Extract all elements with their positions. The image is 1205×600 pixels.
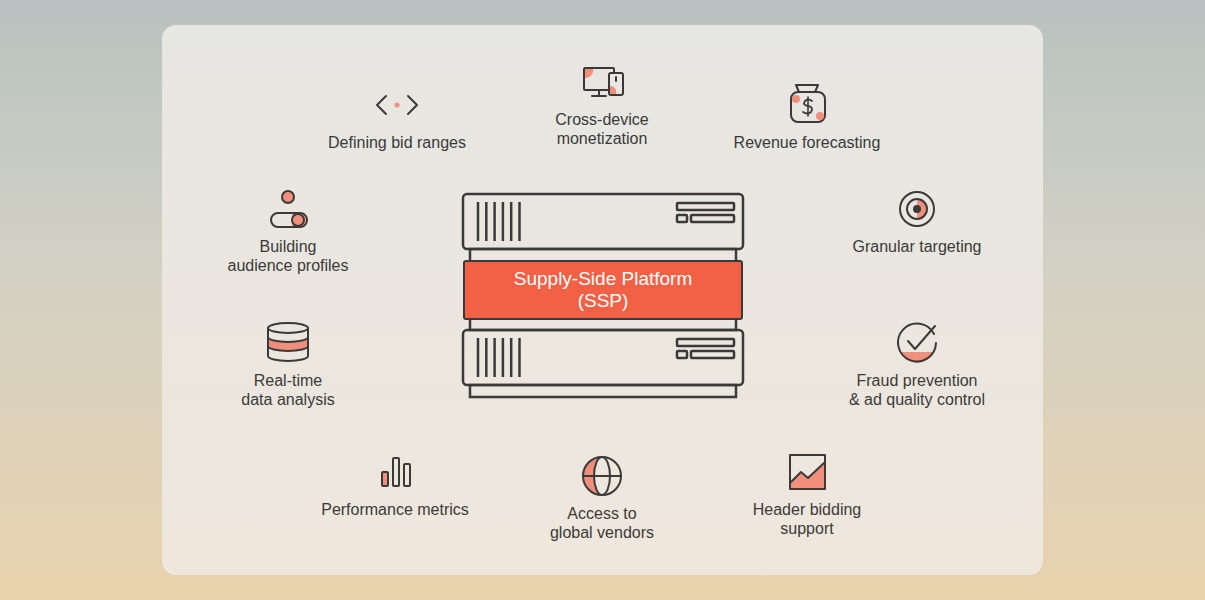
feature-label: Fraud prevention & ad quality control	[830, 371, 1005, 409]
feature-label: Revenue forecasting	[707, 133, 907, 152]
target-icon	[900, 192, 934, 226]
bars-icon	[382, 458, 410, 486]
feature-label: Cross-device monetization	[532, 110, 672, 148]
feature-label: Access to global vendors	[527, 504, 677, 542]
vent-line	[502, 202, 505, 241]
feature-label: Real-time data analysis	[221, 371, 356, 409]
area-chart-icon	[790, 455, 825, 489]
vent-line	[485, 202, 488, 241]
globe-icon	[583, 457, 621, 495]
server-stack	[463, 194, 743, 397]
vent-line	[493, 338, 496, 377]
check-icon	[898, 323, 936, 362]
code-icon	[377, 96, 417, 114]
panel	[162, 25, 1043, 575]
feature-label: Header bidding support	[732, 500, 882, 538]
person-icon	[271, 191, 307, 227]
platform-title: Supply-Side Platform (SSP)	[476, 264, 730, 316]
vent-line	[518, 338, 521, 377]
vent-line	[510, 338, 513, 377]
money-bag-icon	[791, 85, 825, 122]
vent-line	[477, 202, 480, 241]
database-icon	[268, 323, 308, 361]
vent-line	[510, 202, 513, 241]
feature-label: Building audience profiles	[213, 237, 363, 275]
feature-label: Defining bid ranges	[297, 133, 497, 152]
vent-line	[477, 338, 480, 377]
devices-icon	[584, 68, 623, 96]
feature-label: Granular targeting	[817, 237, 1017, 256]
vent-line	[502, 338, 505, 377]
feature-label: Performance metrics	[295, 500, 495, 519]
vent-line	[485, 338, 488, 377]
platform-band: Supply-Side Platform (SSP)	[463, 260, 743, 320]
vent-line	[518, 202, 521, 241]
vent-line	[493, 202, 496, 241]
